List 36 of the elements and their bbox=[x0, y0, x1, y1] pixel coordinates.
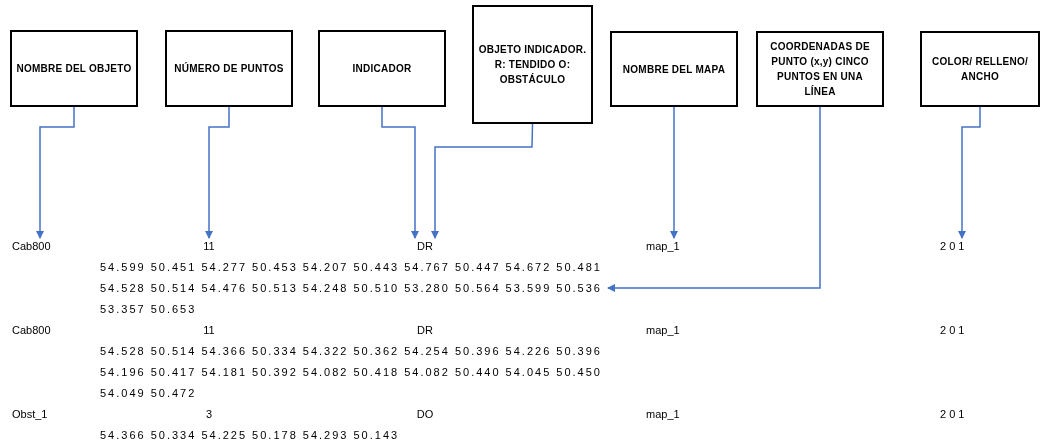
arrow bbox=[670, 106, 678, 239]
data-value: 54.196 50.417 54.181 50.392 54.082 50.418 54.082 50.440 54.045 50.450 bbox=[100, 365, 603, 379]
arrow bbox=[36, 106, 75, 239]
data-value: 54.528 50.514 54.366 50.334 54.322 50.362 54.254 50.396 54.226 50.396 bbox=[100, 344, 603, 358]
data-value: Cab800 bbox=[12, 323, 52, 337]
data-value: 11 bbox=[196, 239, 222, 253]
data-value: map_1 bbox=[646, 239, 690, 253]
header-box: NOMBRE DEL MAPA bbox=[610, 31, 738, 107]
data-value: 54.366 50.334 54.225 50.178 54.293 50.143 bbox=[100, 428, 401, 442]
data-value: DO bbox=[415, 407, 435, 421]
data-value: 54.049 50.472 bbox=[100, 386, 198, 400]
data-value: 3 bbox=[204, 407, 214, 421]
data-value: map_1 bbox=[646, 407, 681, 421]
data-value: DR bbox=[416, 323, 434, 337]
arrow bbox=[381, 106, 419, 239]
data-value: 2 0 1 bbox=[940, 323, 966, 337]
header-box: NÚMERO DE PUNTOS bbox=[165, 30, 293, 107]
header-box: NOMBRE DEL OBJETO bbox=[10, 30, 138, 107]
data-value: map_1 bbox=[646, 323, 681, 337]
data-value: Cab800 bbox=[12, 239, 60, 253]
arrow bbox=[958, 106, 981, 239]
arrow bbox=[431, 123, 534, 239]
data-value: 2 0 1 bbox=[940, 239, 980, 253]
header-box: COLOR/ RELLENO/ ANCHO bbox=[920, 31, 1040, 107]
data-value: Obst_1 bbox=[12, 407, 49, 421]
header-box: COORDENADAS DE PUNTO (x,y) CINCO PUNTOS EN UNA LÍNEA bbox=[756, 31, 884, 107]
arrow bbox=[607, 106, 821, 292]
header-box: INDICADOR bbox=[318, 30, 446, 107]
header-box: OBJETO INDICADOR. R: TENDIDO O: OBSTÁCULO bbox=[472, 5, 593, 124]
data-value: 54.528 50.514 54.476 50.513 54.248 50.510 53.280 50.564 53.599 50.536 bbox=[100, 281, 606, 295]
data-value: 11 bbox=[202, 323, 216, 337]
data-value: 2 0 1 bbox=[940, 407, 966, 421]
data-value: 53.357 50.653 bbox=[100, 302, 198, 316]
data-value: 54.599 50.451 54.277 50.453 54.207 50.443 54.767 50.447 54.672 50.481 bbox=[100, 260, 603, 274]
data-value: DR bbox=[408, 239, 442, 253]
arrow bbox=[205, 106, 230, 239]
